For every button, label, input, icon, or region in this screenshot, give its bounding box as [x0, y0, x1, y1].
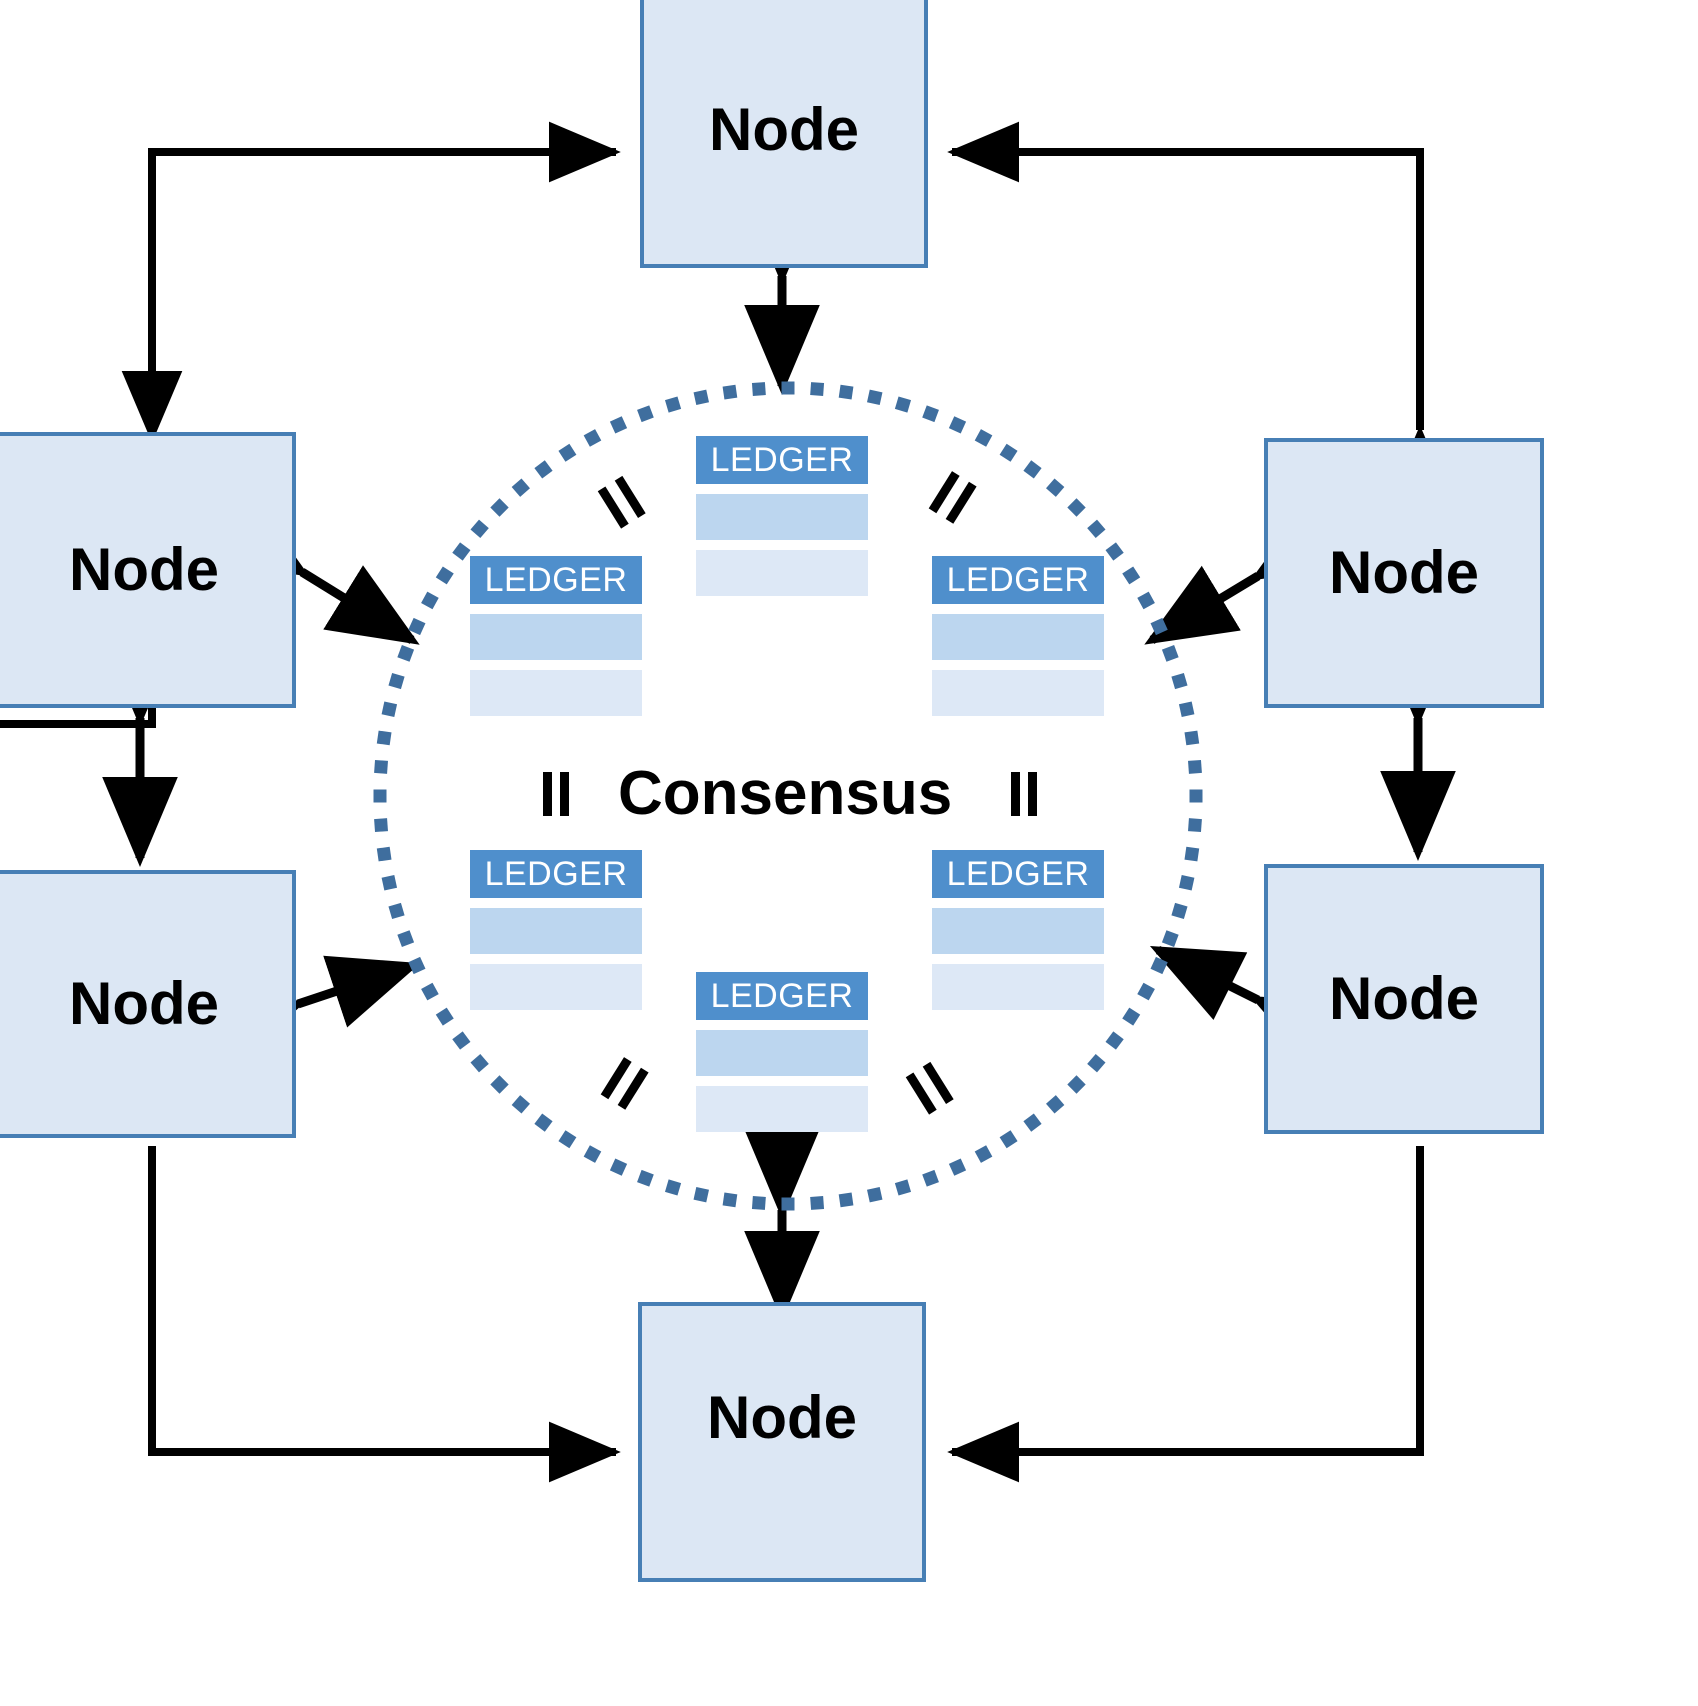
node-label: Node — [1329, 965, 1479, 1032]
ledger-row-1 — [470, 908, 642, 954]
ledger-stack-bottom[interactable]: LEDGER — [696, 972, 868, 1132]
node-box-right-lower[interactable]: Node — [1264, 864, 1544, 1134]
ledger-stack-left-lower[interactable]: LEDGER — [470, 850, 642, 1010]
node-box-right-upper[interactable]: Node — [1264, 438, 1544, 708]
ledger-row-1 — [932, 614, 1104, 660]
ledger-row-2 — [696, 1086, 868, 1132]
ledger-row-1 — [696, 494, 868, 540]
consensus-label: Consensus — [618, 759, 953, 828]
equals-mark-top-right — [925, 467, 988, 530]
ledger-header: LEDGER — [470, 850, 642, 898]
ledger-header: LEDGER — [932, 556, 1104, 604]
arrow-path-bottom-left — [148, 1146, 621, 1483]
ledger-row-2 — [470, 964, 642, 1010]
node-label: Node — [69, 970, 219, 1037]
ledger-row-2 — [696, 550, 868, 596]
ledger-row-2 — [470, 670, 642, 716]
ledger-row-2 — [932, 964, 1104, 1010]
arrow-right-upper-to-circle — [1144, 501, 1347, 645]
ledger-header: LEDGER — [470, 556, 642, 604]
node-box-bottom[interactable]: Node — [638, 1302, 926, 1582]
equals-mark-mid-left — [540, 772, 574, 818]
ledger-header: LEDGER — [696, 972, 868, 1020]
ledger-header: LEDGER — [696, 436, 868, 484]
node-label: Node — [709, 96, 859, 163]
equals-mark-mid-right — [1008, 772, 1042, 818]
ledger-row-1 — [696, 1030, 868, 1076]
ledger-stack-top[interactable]: LEDGER — [696, 436, 868, 596]
node-label: Node — [1329, 539, 1479, 606]
ledger-header: LEDGER — [932, 850, 1104, 898]
arrow-left-upper-to-circle — [213, 497, 420, 645]
ledger-stack-left-upper[interactable]: LEDGER — [470, 556, 642, 716]
equals-mark-bottom-left — [597, 1053, 660, 1116]
arrow-right-lower-to-circle — [1149, 945, 1348, 1071]
equals-mark-bottom-right — [901, 1053, 964, 1116]
node-box-left-upper[interactable]: Node — [0, 432, 296, 708]
ledger-row-2 — [932, 670, 1104, 716]
ledger-stack-right-lower[interactable]: LEDGER — [932, 850, 1104, 1010]
ledger-row-1 — [470, 614, 642, 660]
arrow-path-bottom-right — [947, 1146, 1424, 1483]
ledger-stack-right-upper[interactable]: LEDGER — [932, 556, 1104, 716]
arrow-path-top-right — [947, 121, 1451, 498]
node-box-left-lower[interactable]: Node — [0, 870, 296, 1138]
arrow-left-lower-to-circle — [209, 955, 421, 1066]
ledger-row-1 — [932, 908, 1104, 954]
node-box-top[interactable]: Node — [640, 0, 928, 268]
equals-mark-top-left — [593, 467, 656, 530]
node-label: Node — [69, 536, 219, 603]
node-label: Node — [707, 1384, 857, 1451]
arrow-path-top-left — [121, 121, 621, 498]
